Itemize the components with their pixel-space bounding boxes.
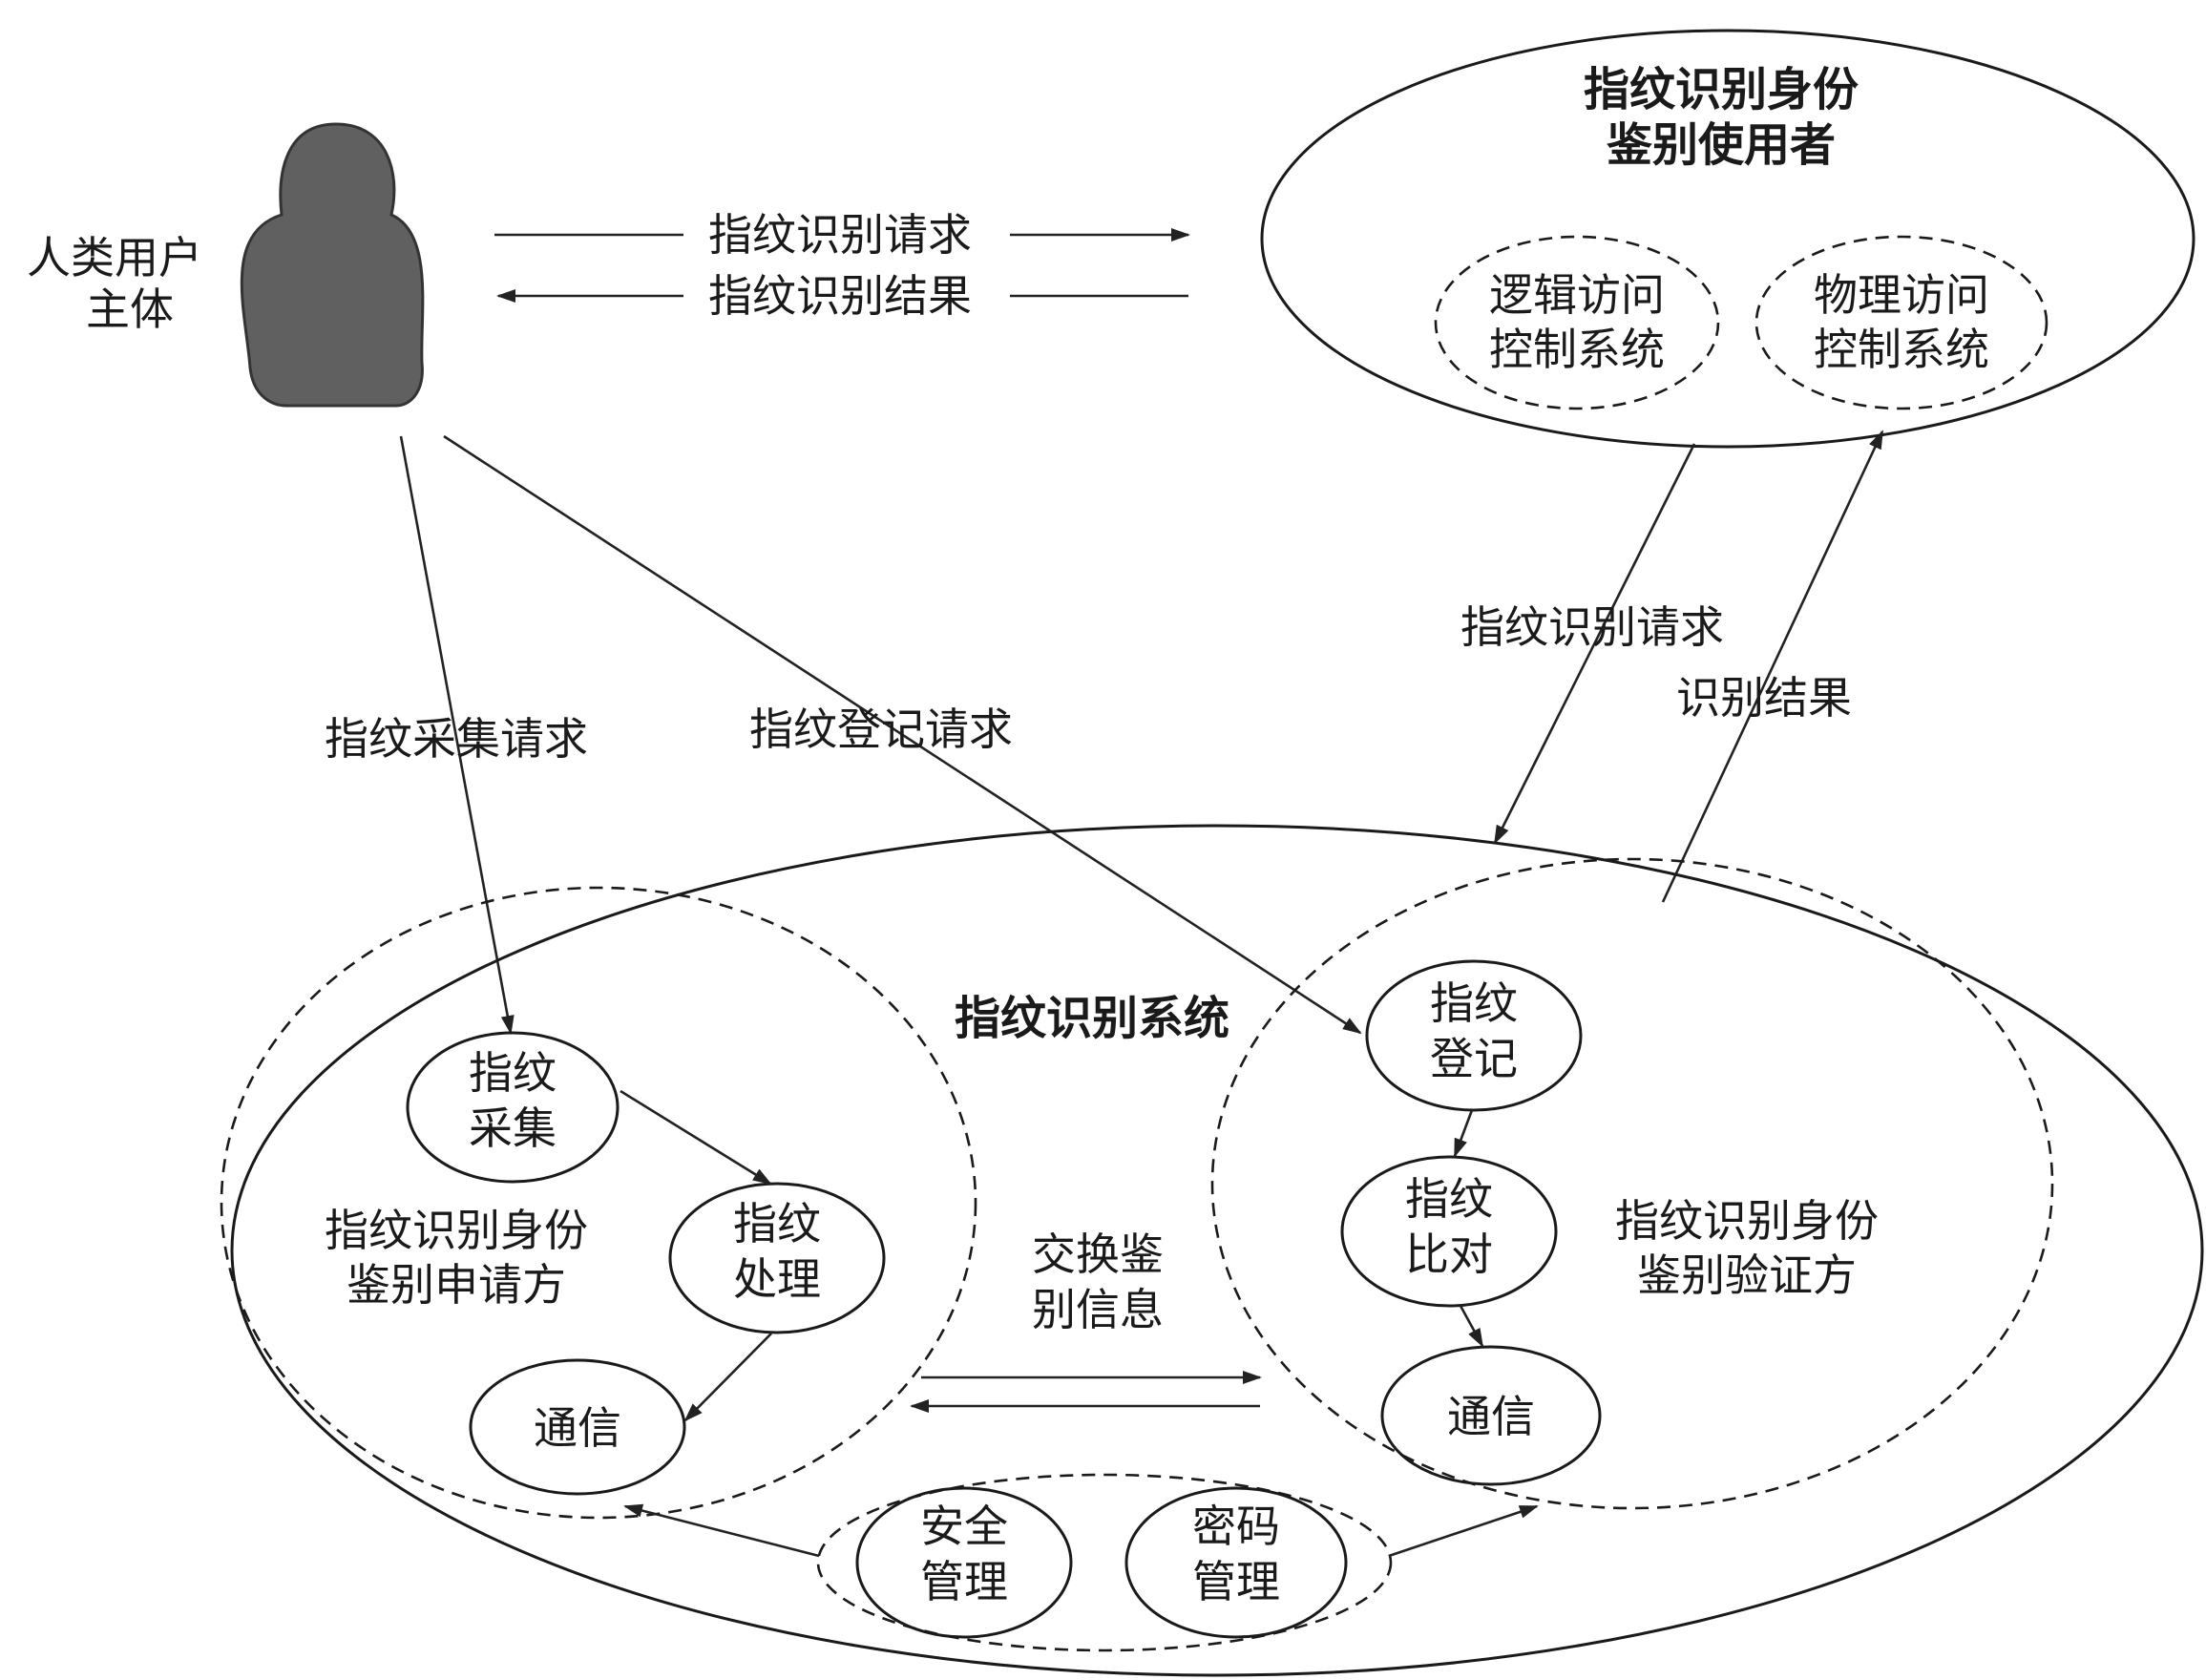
collect-node-line2: 采集 [469, 1102, 557, 1154]
human-user-icon [240, 122, 425, 408]
logical-access-line2: 控制系统 [1489, 324, 1665, 375]
crypto-mgmt-line1: 密码 [1192, 1501, 1280, 1552]
process-node [668, 1182, 886, 1334]
process-node-line2: 处理 [733, 1253, 821, 1305]
register-node-line2: 登记 [1430, 1033, 1518, 1084]
ident-request-arrow [1493, 443, 1696, 845]
top-request-label: 指纹识别请求 [708, 209, 972, 261]
user-label-line1: 人类用户 [27, 232, 202, 284]
verifier-comm-label: 通信 [1447, 1391, 1535, 1442]
physical-access-ellipse [1754, 235, 2048, 410]
management-ellipse [816, 1473, 1393, 1652]
verifier-comm-node [1380, 1345, 1602, 1486]
crypto-mgmt-node [1124, 1486, 1348, 1639]
mgmt-to-applicant-arrow [623, 1503, 820, 1558]
ident-result-arrow [1661, 430, 1884, 903]
mgmt-to-verifier-arrow [1388, 1504, 1539, 1558]
applicant-label-line2: 鉴别申请方 [347, 1259, 566, 1311]
process-node-line1: 指纹 [733, 1198, 821, 1250]
applicant-label-line1: 指纹识别身份 [325, 1205, 588, 1256]
compare-to-comm-arrow [1459, 1305, 1484, 1348]
verifier-label-line2: 鉴别验证方 [1637, 1250, 1857, 1301]
physical-access-line1: 物理访问 [1814, 269, 1989, 321]
top-result-label: 指纹识别结果 [708, 270, 972, 322]
collect-node [406, 1031, 620, 1184]
ident-request-label: 指纹识别请求 [1460, 601, 1724, 653]
compare-node-line2: 比对 [1405, 1228, 1493, 1280]
collect-node-line1: 指纹 [469, 1047, 557, 1099]
process-to-comm-arrow [683, 1333, 772, 1422]
security-mgmt-line1: 安全 [920, 1501, 1008, 1552]
applicant-comm-node [469, 1358, 686, 1496]
collect-to-process-arrow [620, 1089, 772, 1186]
register-node-line1: 指纹 [1430, 977, 1518, 1029]
relying-party-title-line1: 指纹识别身份 [1584, 63, 1859, 116]
register-request-arrow [443, 434, 1362, 1035]
system-ellipse [230, 824, 2204, 1677]
register-to-compare-arrow [1453, 1109, 1474, 1158]
verifier-label-line1: 指纹识别身份 [1615, 1195, 1879, 1247]
logical-access-line1: 逻辑访问 [1489, 269, 1665, 321]
applicant-ellipse [220, 886, 977, 1520]
security-mgmt-line2: 管理 [920, 1556, 1008, 1607]
logical-access-ellipse [1434, 235, 1720, 410]
relying-party-ellipse [1260, 29, 2195, 449]
collect-request-label: 指纹采集请求 [325, 713, 588, 765]
relying-party-title-line2: 鉴别使用者 [1607, 118, 1836, 172]
exchange-label-line2: 别信息 [1032, 1284, 1164, 1335]
ident-result-label: 识别结果 [1676, 672, 1852, 724]
compare-node [1340, 1155, 1558, 1308]
system-title: 指纹识别系统 [955, 992, 1229, 1045]
verifier-ellipse [1210, 857, 2054, 1510]
register-node [1365, 959, 1583, 1112]
compare-node-line1: 指纹 [1405, 1173, 1493, 1225]
collect-request-arrow [399, 435, 515, 1035]
physical-access-line2: 控制系统 [1814, 324, 1989, 375]
register-request-label: 指纹登记请求 [749, 704, 1013, 755]
crypto-mgmt-line2: 管理 [1192, 1556, 1280, 1607]
user-label-line2: 主体 [86, 284, 174, 335]
applicant-comm-label: 通信 [534, 1402, 621, 1454]
security-mgmt-node [855, 1486, 1073, 1639]
exchange-label-line1: 交换鉴 [1032, 1228, 1164, 1280]
